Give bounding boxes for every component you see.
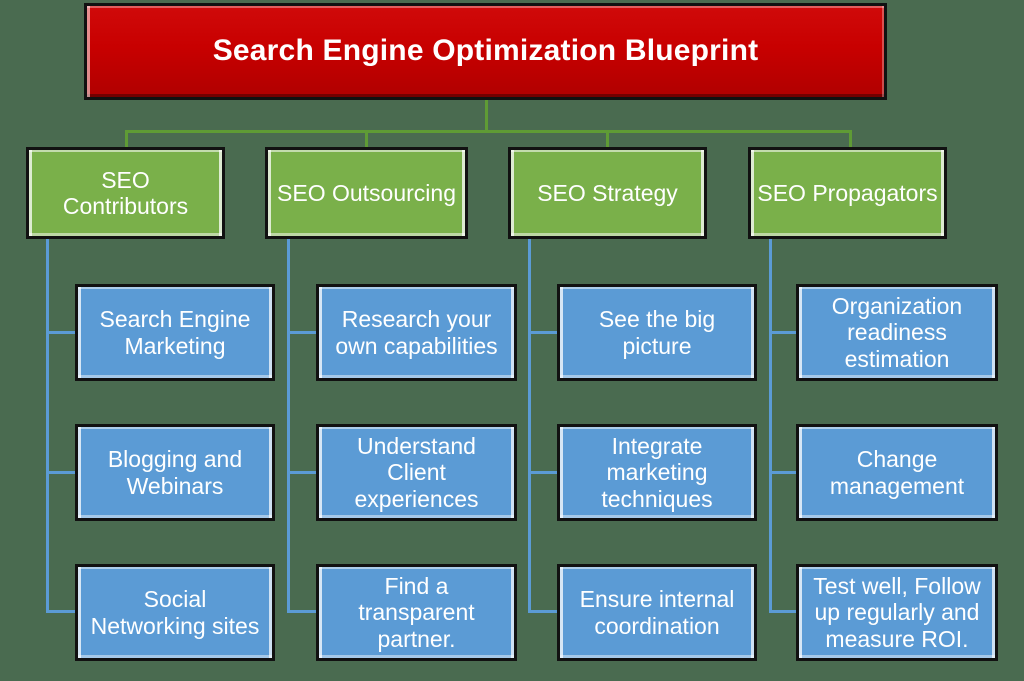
leaf-node-research-your-own-capabilities[interactable]: Research your own capabilities — [316, 284, 517, 381]
connector-leaf-stub-3-1 — [528, 331, 558, 334]
connector-leaf-stub-1-2 — [46, 471, 76, 474]
connector-leaf-stub-2-3 — [287, 610, 317, 613]
leaf-node-organization-readiness-estimation[interactable]: Organization readiness estimation — [796, 284, 998, 381]
leaf-node-blogging-and-webinars[interactable]: Blogging and Webinars — [75, 424, 275, 521]
leaf-node-integrate-marketing-techniques[interactable]: Integrate marketing techniques — [557, 424, 757, 521]
connector-branch-drop-3 — [606, 130, 609, 149]
leaf-node-change-management[interactable]: Change management — [796, 424, 998, 521]
connector-leaf-stub-4-3 — [769, 610, 799, 613]
leaf-node-understand-client-experiences[interactable]: Understand Client experiences — [316, 424, 517, 521]
connector-leaf-stub-4-1 — [769, 331, 799, 334]
connector-leaf-spine-4 — [769, 238, 772, 613]
connector-leaf-stub-2-1 — [287, 331, 317, 334]
connector-leaf-stub-3-3 — [528, 610, 558, 613]
connector-leaf-spine-3 — [528, 238, 531, 613]
connector-root-bus — [125, 130, 852, 133]
leaf-node-ensure-internal-coordination[interactable]: Ensure internal coordination — [557, 564, 757, 661]
connector-root-stem — [485, 100, 488, 132]
connector-branch-drop-4 — [849, 130, 852, 149]
connector-leaf-stub-1-1 — [46, 331, 76, 334]
connector-leaf-stub-1-3 — [46, 610, 76, 613]
connector-branch-drop-2 — [365, 130, 368, 149]
root-node-seo-blueprint[interactable]: Search Engine Optimization Blueprint — [84, 3, 887, 100]
connector-leaf-stub-2-2 — [287, 471, 317, 474]
branch-node-seo-outsourcing[interactable]: SEO Outsourcing — [265, 147, 468, 239]
leaf-node-social-networking-sites[interactable]: Social Networking sites — [75, 564, 275, 661]
leaf-node-search-engine-marketing[interactable]: Search Engine Marketing — [75, 284, 275, 381]
branch-node-seo-strategy[interactable]: SEO Strategy — [508, 147, 707, 239]
leaf-node-find-a-transparent-partner[interactable]: Find a transparent partner. — [316, 564, 517, 661]
branch-node-seo-propagators[interactable]: SEO Propagators — [748, 147, 947, 239]
connector-leaf-spine-1 — [46, 238, 49, 613]
connector-leaf-stub-3-2 — [528, 471, 558, 474]
leaf-node-see-the-big-picture[interactable]: See the big picture — [557, 284, 757, 381]
connector-leaf-spine-2 — [287, 238, 290, 613]
connector-branch-drop-1 — [125, 130, 128, 149]
branch-node-seo-contributors[interactable]: SEO Contributors — [26, 147, 225, 239]
connector-leaf-stub-4-2 — [769, 471, 799, 474]
leaf-node-test-well-follow-up-measure-roi[interactable]: Test well, Follow up regularly and measu… — [796, 564, 998, 661]
